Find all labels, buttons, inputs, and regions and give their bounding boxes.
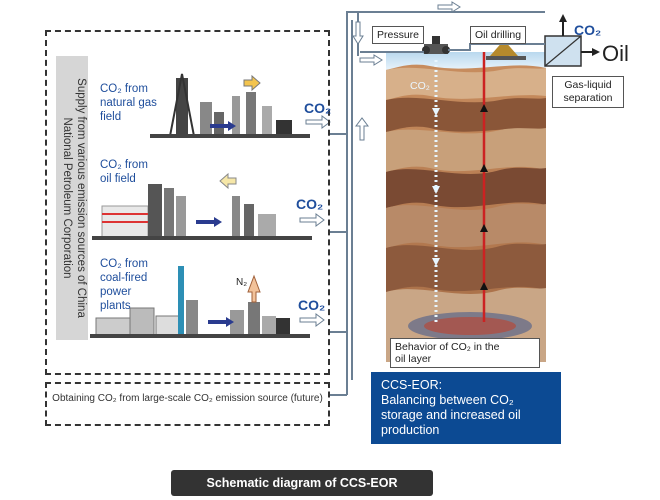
future-source-box: Obtaining CO₂ from large-scale CO₂ emiss… [45, 382, 330, 426]
source-natural-gas: CO₂ from natural gas field [100, 82, 157, 124]
source-line: oil field [100, 173, 136, 185]
co2-tag-oil-field: CO₂ [296, 196, 324, 212]
source-line: CO₂ from [100, 159, 148, 171]
vertical-note-band: Supply from various emission sources of … [56, 56, 88, 340]
source-line: natural gas [100, 97, 157, 109]
behavior-line: Behavior of CO₂ in the [395, 341, 500, 353]
co2-tag-power-plant: CO₂ [298, 297, 326, 313]
co2-tag-natural-gas: CO₂ [304, 100, 332, 116]
separation-line: separation [563, 92, 613, 104]
injection-arrows [432, 108, 440, 266]
natural-gas-plant-icon [150, 73, 310, 138]
source-line: field [100, 111, 122, 123]
source-coal-power: CO₂ from coal-fired power plants [100, 257, 148, 313]
source-line: coal-fired [100, 272, 148, 284]
co2-output-label: CO₂ [574, 22, 602, 38]
source-line: CO₂ from [100, 83, 148, 95]
separation-line: Gas-liquid [564, 79, 612, 91]
co2-in-well-label: CO₂ [410, 80, 430, 92]
vertical-note: Supply from various emission sources of … [61, 78, 87, 318]
future-source-text: Obtaining CO₂ from large-scale CO₂ emiss… [52, 393, 323, 404]
highlight-line: Balancing between CO₂ [381, 393, 514, 407]
highlight-line: CCS-EOR: [381, 378, 443, 392]
separator-icon [544, 14, 600, 67]
highlight-line: production [381, 423, 440, 437]
source-oil-field: CO₂ from oil field [100, 158, 148, 186]
geological-cross-section [386, 52, 546, 362]
supply-sources-box [45, 30, 330, 375]
behavior-label: Behavior of CO₂ in the oil layer [390, 338, 540, 368]
n2-label: N₂ [236, 277, 248, 288]
source-line: power [100, 286, 132, 298]
oil-drilling-label: Oil drilling [470, 26, 527, 44]
source-line: plants [100, 300, 131, 312]
source-outflow-arrows [299, 115, 331, 327]
source-line: CO₂ from [100, 258, 148, 270]
power-plant-icon [90, 266, 310, 338]
highlight-line: storage and increased oil [381, 408, 521, 422]
separation-label: Gas-liquid separation [552, 76, 624, 108]
oil-field-plant-icon [92, 172, 312, 240]
ccs-eor-highlight-box: CCS-EOR: Balancing between CO₂ storage a… [371, 372, 561, 444]
flow-arrows [352, 1, 461, 141]
production-arrows [480, 104, 488, 290]
diagram-caption: Schematic diagram of CCS-EOR [171, 470, 433, 496]
pressure-manifold-icon [422, 36, 450, 54]
behavior-line: oil layer [395, 353, 432, 365]
oil-output-label: Oil [602, 41, 629, 66]
pressure-label: Pressure [372, 26, 425, 44]
